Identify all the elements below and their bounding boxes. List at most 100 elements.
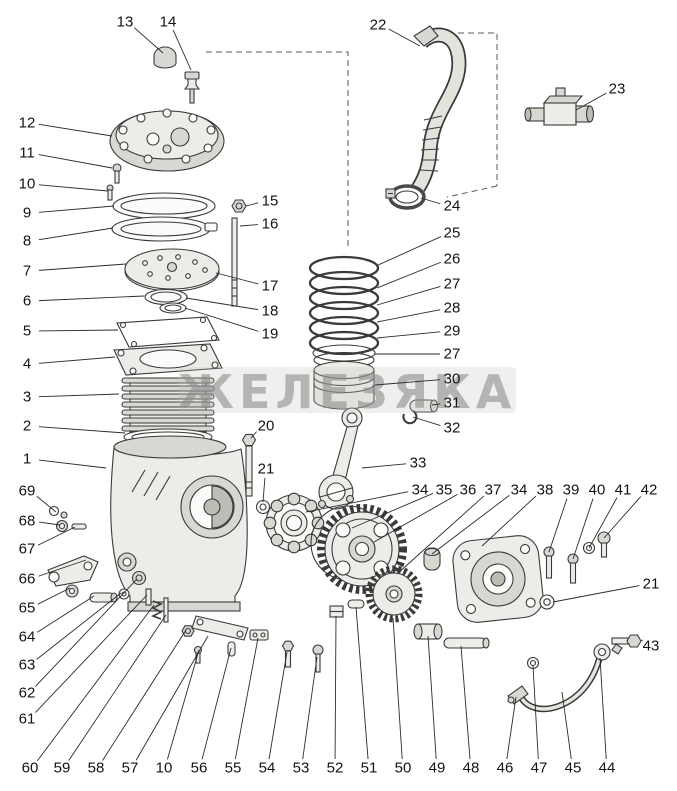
part-number-61: 61 bbox=[19, 711, 36, 728]
part-number-5: 5 bbox=[23, 323, 31, 340]
leader-line-24 bbox=[420, 197, 441, 205]
part-number-22: 22 bbox=[370, 17, 387, 34]
part-10-stud bbox=[106, 184, 114, 201]
part-number-60: 60 bbox=[22, 760, 39, 777]
part-number-31: 31 bbox=[444, 395, 461, 412]
leader-line-55 bbox=[234, 637, 259, 760]
part-25-coil-spring bbox=[308, 255, 380, 356]
leader-line-39 bbox=[548, 498, 568, 553]
part-number-57: 57 bbox=[122, 760, 139, 777]
watermark-text: ЖЕЛЕЗЯКА bbox=[178, 365, 517, 419]
part-32-circlip bbox=[402, 410, 418, 425]
leader-line-1 bbox=[38, 459, 107, 469]
part-number-34: 34 bbox=[412, 482, 429, 499]
leader-line-66 bbox=[38, 559, 87, 577]
part-31-piston-pin bbox=[409, 399, 439, 413]
leader-line-33 bbox=[361, 463, 407, 469]
leader-line-53 bbox=[302, 656, 318, 760]
leader-line-6 bbox=[38, 295, 145, 302]
part-number-48: 48 bbox=[463, 760, 480, 777]
part-number-21: 21 bbox=[643, 576, 660, 593]
part-42-bolt bbox=[597, 531, 611, 558]
leader-line-67 bbox=[37, 526, 76, 546]
leader-line-27 bbox=[376, 285, 441, 306]
leader-line-14 bbox=[172, 29, 192, 71]
part-38-rear-cover bbox=[452, 535, 544, 623]
part-number-46: 46 bbox=[497, 760, 514, 777]
part-13-cap bbox=[153, 46, 177, 69]
leader-line-28 bbox=[376, 309, 441, 323]
part-34-ball-bearing bbox=[263, 492, 325, 554]
part-number-68: 68 bbox=[19, 513, 36, 530]
leader-line-31 bbox=[431, 403, 441, 406]
part-number-10: 10 bbox=[19, 176, 36, 193]
part-number-28: 28 bbox=[444, 300, 461, 317]
leader-line-22 bbox=[388, 28, 421, 47]
part-number-26: 26 bbox=[444, 251, 461, 268]
leader-line-43 bbox=[641, 639, 644, 642]
leader-line-3 bbox=[38, 393, 120, 398]
leader-line-12 bbox=[38, 123, 113, 137]
part-37-idler-gear bbox=[365, 565, 423, 623]
leader-line-10 bbox=[166, 649, 200, 760]
leader-line-48 bbox=[460, 645, 471, 760]
leader-line-49 bbox=[427, 635, 437, 760]
part-19-seal-ring bbox=[159, 302, 187, 314]
part-number-3: 3 bbox=[23, 389, 31, 406]
part-40-bolt bbox=[567, 553, 579, 584]
part-number-18: 18 bbox=[262, 303, 279, 320]
part-number-21: 21 bbox=[258, 461, 275, 478]
part-23-tee-fitting bbox=[524, 87, 595, 126]
part-number-34: 34 bbox=[511, 482, 528, 499]
part-34-seal-bushing bbox=[423, 547, 441, 571]
leader-line-32 bbox=[412, 416, 441, 426]
part-number-35: 35 bbox=[436, 482, 453, 499]
leader-line-60 bbox=[36, 604, 155, 762]
watermark: ЖЕЛЕЗЯКА bbox=[178, 365, 517, 419]
leader-line-35 bbox=[351, 493, 434, 529]
part-number-55: 55 bbox=[225, 760, 242, 777]
leader-line-45 bbox=[561, 691, 572, 760]
part-67-stud bbox=[71, 523, 87, 530]
leader-line-11 bbox=[38, 154, 113, 169]
leader-line-63 bbox=[36, 592, 122, 660]
part-number-12: 12 bbox=[19, 115, 36, 132]
part-17-valve-plate bbox=[124, 248, 220, 292]
part-57-lever bbox=[191, 615, 249, 641]
leader-line-62 bbox=[35, 578, 138, 687]
part-64-plunger bbox=[89, 592, 118, 603]
leader-line-58 bbox=[102, 629, 187, 761]
part-58-nut bbox=[181, 625, 195, 637]
leader-line-10 bbox=[38, 184, 109, 192]
part-11-bolt bbox=[112, 163, 122, 184]
part-number-42: 42 bbox=[641, 482, 658, 499]
part-number-56: 56 bbox=[191, 760, 208, 777]
leader-line-18 bbox=[185, 297, 259, 311]
part-4-flange-plate bbox=[113, 343, 223, 376]
part-number-59: 59 bbox=[54, 760, 71, 777]
part-63-seal-ring bbox=[118, 588, 130, 600]
construction-dashed-lines bbox=[206, 32, 498, 246]
part-number-66: 66 bbox=[19, 571, 36, 588]
part-number-39: 39 bbox=[563, 482, 580, 499]
leader-line-4 bbox=[38, 356, 116, 364]
part-number-54: 54 bbox=[259, 760, 276, 777]
part-number-23: 23 bbox=[609, 81, 626, 98]
part-54-bolt bbox=[281, 640, 295, 668]
leader-line-64 bbox=[36, 595, 95, 633]
part-number-8: 8 bbox=[23, 233, 31, 250]
part-number-9: 9 bbox=[23, 205, 31, 222]
part-number-69: 69 bbox=[19, 483, 36, 500]
part-number-10: 10 bbox=[156, 760, 173, 777]
leader-line-51 bbox=[355, 606, 369, 760]
part-24-clamp bbox=[385, 184, 426, 210]
part-30-piston bbox=[313, 360, 375, 410]
leader-line-13 bbox=[134, 27, 164, 54]
part-49-bushing bbox=[413, 623, 443, 640]
leader-line-21 bbox=[262, 477, 266, 503]
part-55-lock-plate bbox=[249, 629, 269, 641]
part-number-49: 49 bbox=[429, 760, 446, 777]
leader-line-69 bbox=[36, 495, 57, 513]
